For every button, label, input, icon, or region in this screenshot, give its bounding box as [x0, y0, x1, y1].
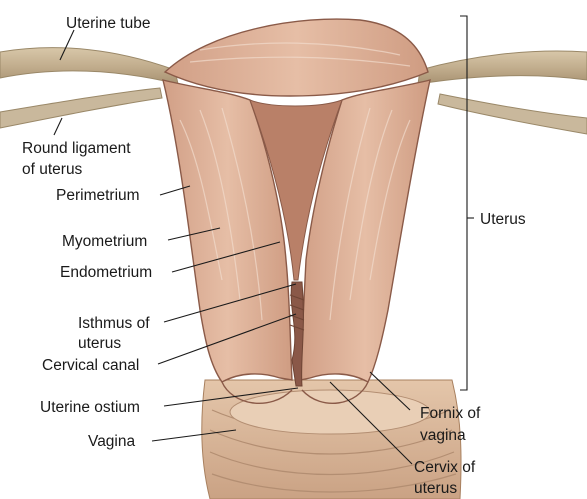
- label-round-ligament-line2: of uterus: [22, 161, 83, 178]
- label-uterine-ostium: Uterine ostium: [40, 399, 140, 416]
- label-isthmus-line1: Isthmus of: [78, 315, 150, 332]
- label-cervix-line2: uterus: [414, 480, 457, 497]
- round-ligament-right: [438, 94, 587, 134]
- label-endometrium: Endometrium: [60, 264, 152, 281]
- label-perimetrium: Perimetrium: [56, 187, 140, 204]
- label-vagina: Vagina: [88, 433, 135, 450]
- label-fornix-line2: vagina: [420, 427, 466, 444]
- uterine-tube-left: [0, 48, 178, 84]
- label-uterine-tube: Uterine tube: [66, 15, 150, 32]
- label-myometrium: Myometrium: [62, 233, 147, 250]
- label-round-ligament-line1: Round ligament: [22, 140, 131, 157]
- uterine-tube-right: [418, 51, 587, 84]
- label-fornix-line1: Fornix of: [420, 405, 481, 422]
- label-cervix-line1: Cervix of: [414, 459, 476, 476]
- label-uterus: Uterus: [480, 211, 526, 228]
- label-cervical-canal: Cervical canal: [42, 357, 139, 374]
- label-isthmus-line2: uterus: [78, 335, 121, 352]
- round-ligament-left: [0, 88, 162, 128]
